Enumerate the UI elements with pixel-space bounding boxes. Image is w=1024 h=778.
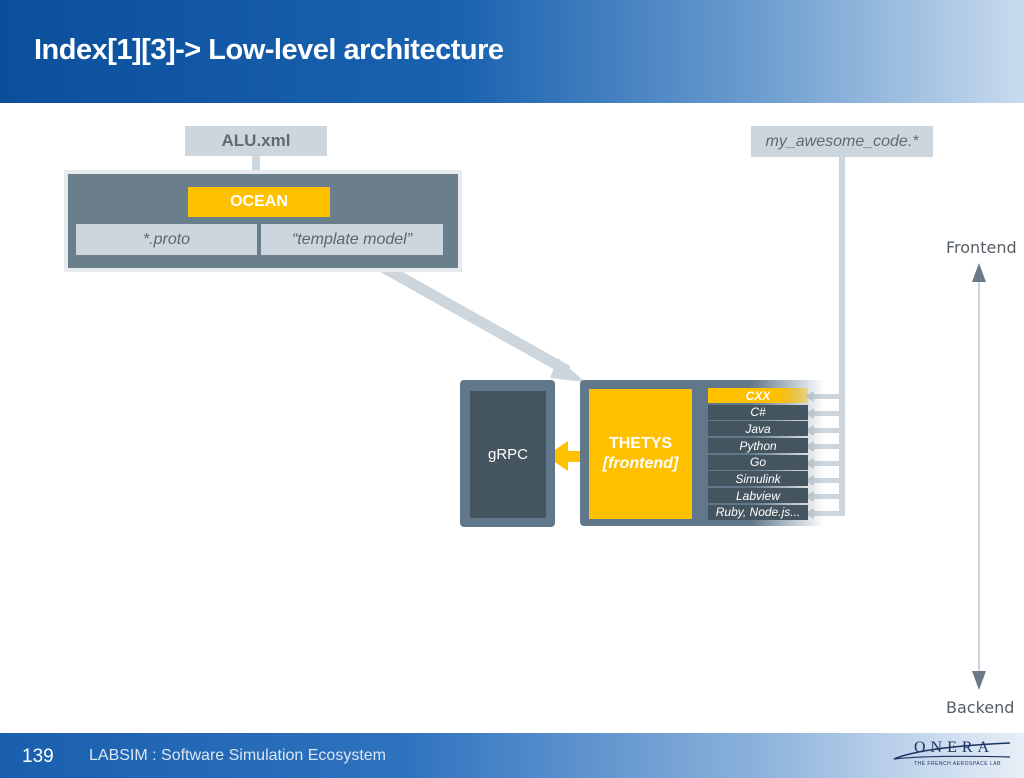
axis-up-arrowhead [972,263,986,282]
footer-bar: 139 LABSIM : Software Simulation Ecosyst… [0,733,1024,778]
language-item-go: Go [708,454,808,470]
thetys-to-grpc-arrowhead [546,441,568,471]
logo-swoosh-icon [893,742,1011,760]
thetys-box: THETYS [frontend] [589,389,692,519]
alu-xml-label: ALU.xml [185,126,327,156]
onera-logo: ONERA THE FRENCH AEROSPACE LAB [892,737,1012,775]
template-model-box: “template model” [261,224,443,255]
ocean-label: OCEAN [188,187,330,217]
frontend-label: Frontend [946,238,1017,257]
proto-box: *.proto [76,224,257,255]
axis-down-arrowhead [972,671,986,690]
code-file-label: my_awesome_code.* [751,126,933,157]
language-item-csharp: C# [708,404,808,420]
language-item-labview: Labview [708,488,808,504]
logo-tagline: THE FRENCH AEROSPACE LAB [914,761,1001,767]
title-bar: Index[1][3]-> Low-level architecture [0,0,1024,103]
grpc-box: gRPC [470,391,546,518]
thetys-label: THETYS [608,435,673,452]
ocean-panel [64,170,462,272]
language-item-cxx: CXX [708,388,808,403]
language-item-java: Java [708,421,808,437]
language-list: CXX C# Java Python Go Simulink Labview R… [708,388,808,522]
backend-label: Backend [946,698,1015,717]
language-item-ruby-node: Ruby, Node.js... [708,504,808,520]
footer-text: LABSIM : Software Simulation Ecosystem [89,747,386,764]
page-number: 139 [22,746,54,767]
language-item-simulink: Simulink [708,471,808,487]
language-item-python: Python [708,438,808,454]
logo-brand: ONERA [914,739,995,756]
slide-title: Index[1][3]-> Low-level architecture [34,34,504,66]
thetys-sublabel: [frontend] [602,455,679,472]
